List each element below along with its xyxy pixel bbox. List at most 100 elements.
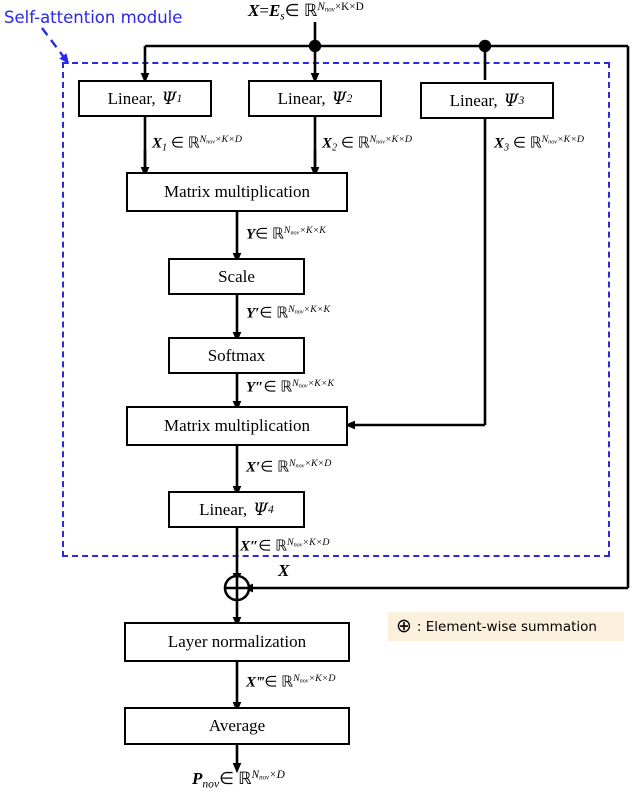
var-X3: X	[494, 135, 505, 152]
in-sym: ∈	[259, 305, 273, 322]
reals-sym: ℝ	[281, 672, 294, 691]
psi-symbol: Ψ	[161, 88, 177, 109]
node-linear-3-label: Linear,	[449, 90, 498, 110]
in-sym: ∈	[255, 226, 269, 243]
in-sym: ∈	[260, 459, 274, 476]
reals-sym: ℝ	[275, 536, 288, 555]
self-attention-module-boundary	[62, 62, 610, 557]
dim-rest: ×K×K	[299, 225, 326, 236]
reals-sym: ℝ	[276, 303, 289, 322]
dim-rest: ×K×D	[304, 458, 332, 469]
node-scale-label: Scale	[218, 266, 255, 286]
node-matmul-1-label: Matrix multiplication	[164, 182, 310, 201]
dim-rest: ×K×D	[215, 134, 243, 145]
var-Yp: Y′	[246, 305, 260, 322]
dim-sub: nov	[299, 678, 309, 685]
node-softmax-label: Softmax	[207, 345, 266, 365]
tensor-label-input: X=Es∈ ℝNnov×K×D	[248, 1, 364, 23]
psi-symbol: Ψ	[253, 499, 269, 520]
node-average[interactable]: Average	[124, 707, 350, 745]
node-scale[interactable]: Scale	[168, 258, 305, 295]
reals-sym: ℝ	[529, 133, 542, 152]
var-Xp: X′	[246, 459, 261, 476]
tensor-label-x1: X1 ∈ ℝNnov×K×D	[152, 133, 243, 154]
tensor-label-y-prime: Y′∈ ℝNnov×K×K	[246, 303, 331, 322]
in-sym: ∈	[258, 538, 272, 555]
node-linear-1-label: Linear,	[107, 88, 156, 108]
var-Y: Y	[246, 226, 256, 243]
dim-sub: nov	[293, 542, 303, 549]
tensor-label-y: Y∈ ℝNnov×K×K	[246, 224, 326, 243]
in-sym: ∈	[512, 135, 526, 152]
in-sym: ∈	[284, 1, 300, 21]
oplus-icon: ⊕	[396, 615, 412, 637]
psi-subscript: 3	[518, 94, 525, 107]
var-P-sub: nov	[202, 777, 220, 791]
dim-sub: nov	[294, 309, 304, 316]
node-matrix-multiplication-2[interactable]: Matrix multiplication	[126, 406, 348, 446]
reals-sym: ℝ	[280, 377, 293, 396]
dim-sub: nov	[259, 773, 270, 782]
psi-symbol: Ψ	[331, 88, 347, 109]
var-Ypp: Y″	[246, 379, 264, 396]
in-sym: ∈	[264, 674, 278, 691]
tensor-label-x-double-prime: X″∈ ℝNnov×K×D	[240, 536, 330, 555]
legend: ⊕ : Element-wise summation	[388, 612, 624, 641]
node-softmax[interactable]: Softmax	[168, 337, 305, 374]
dim-rest: ×K×D	[385, 134, 413, 145]
reals-sym: ℝ	[238, 769, 252, 790]
dim-rest: ×K×D	[302, 537, 330, 548]
dim-sub: nov	[290, 230, 300, 237]
dim-rest: ×K×D	[308, 673, 336, 684]
dim-sub: nov	[298, 383, 308, 390]
in-sym: ∈	[219, 769, 234, 789]
var-Xppp: X‴	[246, 674, 265, 691]
psi-symbol: Ψ	[503, 90, 519, 111]
tensor-label-x-prime: X′∈ ℝNnov×K×D	[246, 457, 332, 476]
reals-sym: ℝ	[303, 1, 318, 22]
dim-rest: ×K×D	[334, 1, 364, 13]
eq-sign: =	[259, 1, 269, 21]
var-E-sub: s	[280, 9, 285, 23]
node-layer-normalization[interactable]: Layer normalization	[124, 622, 350, 662]
dim-rest: ×K×D	[557, 134, 585, 145]
var-X3-sub: 3	[504, 142, 510, 154]
var-P: P	[192, 769, 203, 789]
junction-dot-v	[478, 39, 492, 53]
dim-sub: nov	[376, 139, 386, 146]
dim-N: N	[317, 1, 325, 13]
node-layernorm-label: Layer normalization	[167, 632, 307, 651]
dim-rest: ×K×K	[307, 378, 335, 389]
var-X1-sub: 1	[162, 142, 168, 154]
tensor-label-x-triple-prime: X‴∈ ℝNnov×K×D	[246, 672, 336, 691]
var-X1: X	[152, 135, 163, 152]
psi-subscript: 2	[346, 92, 353, 105]
tensor-label-x2: X2 ∈ ℝNnov×K×D	[322, 133, 413, 154]
reals-sym: ℝ	[187, 133, 200, 152]
junction-dot-q	[308, 39, 322, 53]
node-linear-2-label: Linear,	[277, 88, 326, 108]
in-sym: ∈	[340, 135, 354, 152]
dim-N-sub: nov	[324, 5, 335, 14]
module-label: Self-attention module	[4, 8, 183, 27]
node-matmul-2-label: Matrix multiplication	[164, 416, 310, 435]
in-sym: ∈	[263, 379, 277, 396]
in-sym: ∈	[170, 135, 184, 152]
tensor-label-output: Pnov∈ ℝNnov×D	[192, 769, 285, 791]
node-matrix-multiplication-1[interactable]: Matrix multiplication	[126, 172, 348, 212]
tensor-label-y-double-prime: Y″∈ ℝNnov×K×K	[246, 377, 335, 396]
node-linear-4-label: Linear,	[199, 499, 248, 519]
var-E: E	[268, 1, 281, 21]
psi-subscript: 4	[268, 503, 274, 516]
reals-sym: ℝ	[272, 224, 284, 243]
psi-subscript: 1	[176, 92, 183, 105]
dim-sub: nov	[295, 463, 305, 470]
tensor-label-skip-x: X	[278, 561, 290, 580]
dim-rest: ×K×K	[303, 304, 331, 315]
node-average-label: Average	[208, 716, 266, 735]
